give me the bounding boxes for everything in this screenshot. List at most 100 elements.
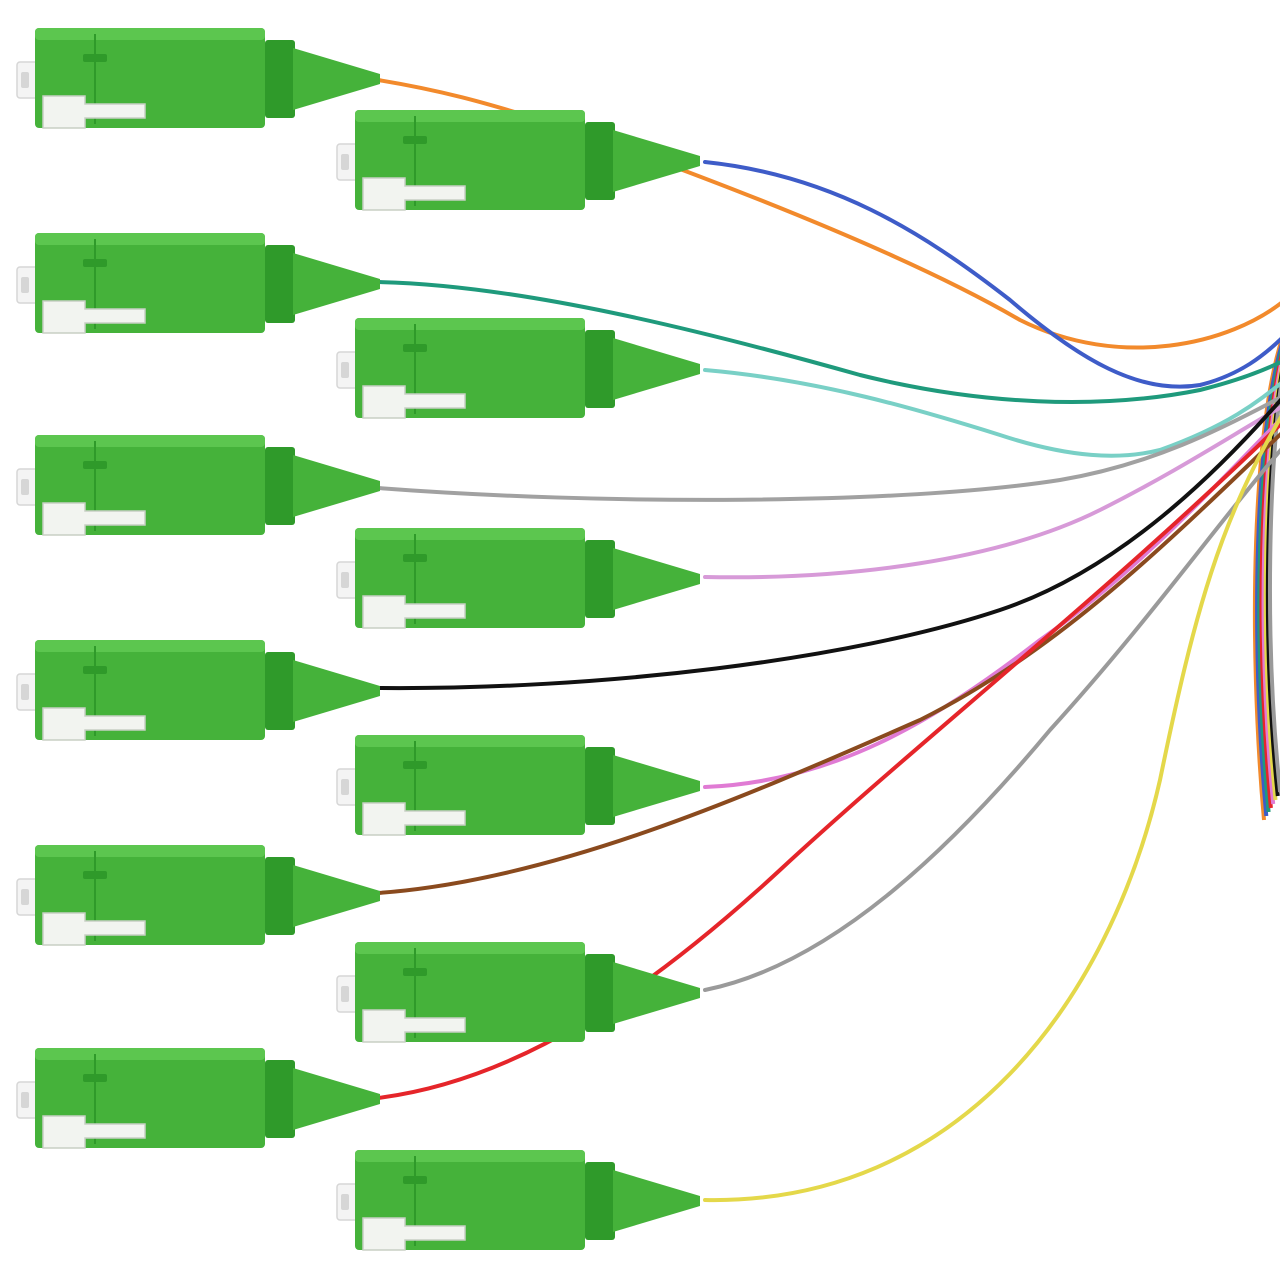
ferrule-tip	[341, 1194, 349, 1210]
latch-key	[42, 502, 146, 536]
latch-key	[42, 95, 146, 129]
connector-body	[355, 318, 585, 418]
pigtail-slate-sc-connector	[336, 942, 700, 1043]
latch-key	[362, 177, 466, 211]
connector-boot-taper	[613, 755, 700, 817]
connector-boot-base	[585, 1162, 615, 1240]
latch-key	[42, 300, 146, 334]
body-notch	[403, 1176, 427, 1184]
connector-boot-taper	[293, 48, 380, 110]
pigtail-slate-fiber	[703, 447, 1280, 992]
connector-highlight	[35, 28, 265, 40]
pigtail-red-sc-connector	[16, 1048, 380, 1149]
connector-body	[355, 735, 585, 835]
ferrule-tip	[341, 362, 349, 378]
connector-highlight	[355, 942, 585, 954]
connector-boot-base	[265, 652, 295, 730]
connector-highlight	[35, 640, 265, 652]
connector-boot-base	[265, 245, 295, 323]
connector-boot-base	[265, 447, 295, 525]
connector-highlight	[355, 110, 585, 122]
connector-boot-taper	[613, 962, 700, 1024]
ferrule-tip	[21, 277, 29, 293]
connector-boot-base	[585, 954, 615, 1032]
connector-boot-base	[585, 540, 615, 618]
connector-boot-base	[585, 122, 615, 200]
body-notch	[83, 54, 107, 62]
connector-boot-taper	[293, 1068, 380, 1130]
body-notch	[403, 136, 427, 144]
connector-body	[35, 640, 265, 740]
pigtail-aqua-sc-connector	[336, 318, 700, 419]
pigtail-blue-fiber	[703, 160, 1280, 389]
body-notch	[83, 1074, 107, 1082]
connector-boot-taper	[293, 865, 380, 927]
connector-body	[355, 528, 585, 628]
latch-key	[42, 1115, 146, 1149]
pigtail-gray-sc-connector	[16, 435, 380, 536]
sc-connectors	[16, 28, 700, 1251]
pigtail-violet-fiber	[703, 405, 1280, 580]
connector-boot-taper	[293, 455, 380, 517]
latch-key	[362, 1217, 466, 1251]
body-notch	[83, 259, 107, 267]
ferrule-tip	[341, 986, 349, 1002]
connector-highlight	[35, 1048, 265, 1060]
pigtail-green-fiber	[376, 280, 1280, 404]
connector-body	[355, 942, 585, 1042]
connector-boot-base	[585, 747, 615, 825]
connector-boot-taper	[613, 130, 700, 192]
connector-highlight	[355, 528, 585, 540]
ferrule-tip	[21, 889, 29, 905]
connector-highlight	[355, 735, 585, 747]
connector-highlight	[35, 435, 265, 447]
pigtail-black-sc-connector	[16, 640, 380, 741]
connector-highlight	[355, 318, 585, 330]
connector-body	[35, 435, 265, 535]
ferrule-tip	[341, 572, 349, 588]
latch-key	[362, 1009, 466, 1043]
connector-body	[35, 1048, 265, 1148]
latch-key	[362, 595, 466, 629]
ferrule-tip	[21, 1092, 29, 1108]
body-notch	[403, 761, 427, 769]
connector-boot-taper	[613, 338, 700, 400]
pigtail-rose-sc-connector	[336, 735, 700, 836]
connector-highlight	[35, 845, 265, 857]
pigtail-aqua-fiber	[703, 368, 1280, 458]
connector-boot-base	[265, 40, 295, 118]
pigtail-brown-sc-connector	[16, 845, 380, 946]
pigtail-yellow-sc-connector	[336, 1150, 700, 1251]
ferrule-tip	[21, 684, 29, 700]
pigtail-rose-fiber	[703, 417, 1280, 789]
latch-key	[362, 802, 466, 836]
pigtail-red-fiber	[376, 422, 1280, 1100]
body-notch	[83, 871, 107, 879]
latch-key	[42, 912, 146, 946]
body-notch	[83, 666, 107, 674]
connector-body	[355, 1150, 585, 1250]
connector-boot-taper	[293, 253, 380, 315]
body-notch	[403, 968, 427, 976]
connector-boot-taper	[613, 1170, 700, 1232]
pigtail-violet-sc-connector	[336, 528, 700, 629]
connector-highlight	[355, 1150, 585, 1162]
connector-highlight	[35, 233, 265, 245]
ferrule-tip	[21, 72, 29, 88]
connector-body	[35, 845, 265, 945]
connector-body	[35, 233, 265, 333]
connector-boot-taper	[293, 660, 380, 722]
connector-boot-base	[265, 857, 295, 935]
pigtail-gray-fiber	[376, 395, 1280, 502]
connector-body	[355, 110, 585, 210]
pigtail-yellow-fiber	[703, 414, 1280, 1203]
pigtail-brown-fiber	[376, 432, 1280, 895]
ferrule-tip	[341, 779, 349, 795]
body-notch	[83, 461, 107, 469]
body-notch	[403, 344, 427, 352]
latch-key	[362, 385, 466, 419]
latch-key	[42, 707, 146, 741]
pigtail-black-fiber	[376, 397, 1280, 691]
body-notch	[403, 554, 427, 562]
